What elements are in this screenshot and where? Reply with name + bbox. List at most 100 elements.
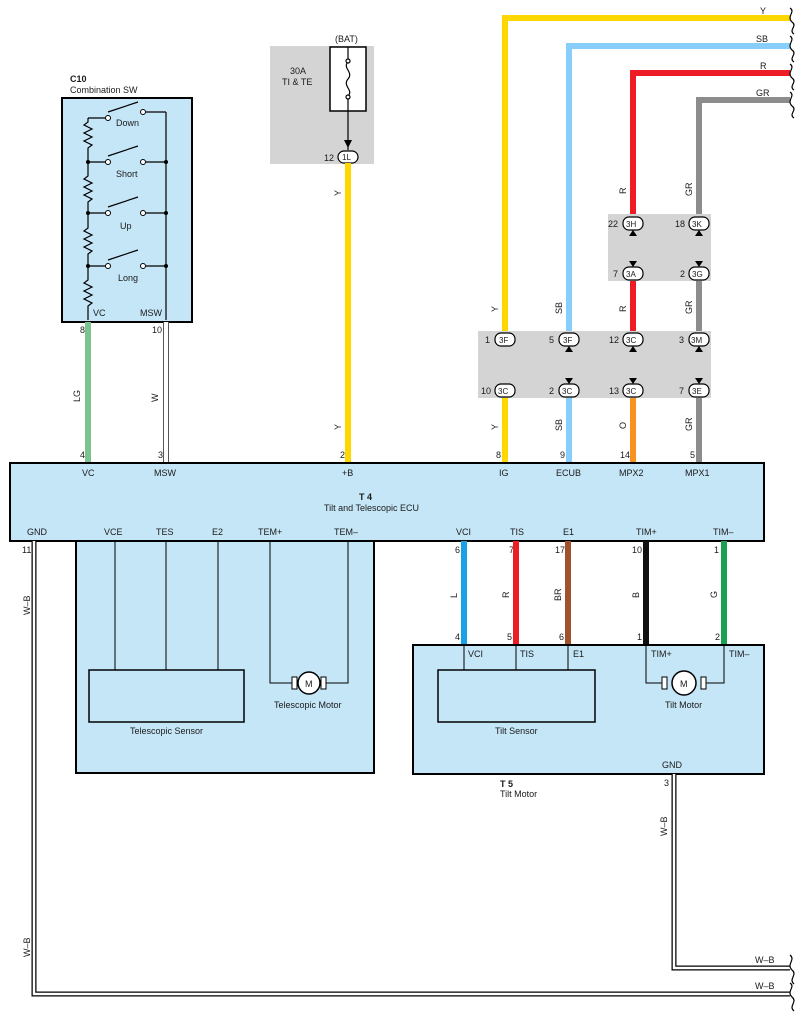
wire-label-lg: LG: [72, 390, 82, 402]
svg-text:3K: 3K: [692, 220, 702, 229]
svg-text:1: 1: [485, 335, 490, 345]
svg-text:VCE: VCE: [104, 527, 123, 537]
combination-switch-name: Combination SW: [70, 85, 138, 95]
upper-connector-3k: 3K 18: [675, 216, 710, 231]
svg-text:10: 10: [481, 386, 491, 396]
svg-text:TIM–: TIM–: [729, 649, 750, 659]
svg-text:M: M: [680, 679, 688, 689]
svg-text:3H: 3H: [626, 220, 636, 229]
lower-connector-top-row: 3F 1 3F 5 3C 12 3M 3: [485, 332, 710, 347]
svg-text:E1: E1: [573, 649, 584, 659]
tilt-unit-name: Tilt Motor: [500, 789, 537, 799]
svg-text:7: 7: [679, 386, 684, 396]
telescopic-sensor-box: [88, 669, 245, 723]
svg-text:10: 10: [632, 545, 642, 555]
svg-text:IG: IG: [499, 468, 509, 478]
wire-label-y-bat-top: Y: [333, 190, 343, 196]
tilt-sensor-label: Tilt Sensor: [495, 726, 538, 736]
svg-text:3M: 3M: [691, 336, 702, 345]
wire-label-wb-tilt: W–B: [659, 816, 669, 836]
combination-switch-pin-msw-no: 10: [152, 325, 162, 335]
tilt-gnd-label: GND: [662, 760, 683, 770]
upper-connector-3h: 3H 22: [608, 216, 644, 231]
svg-text:TEM+: TEM+: [258, 527, 282, 537]
wire-label-l: L: [449, 593, 459, 598]
ecu-box: [9, 462, 765, 542]
svg-text:3C: 3C: [626, 387, 636, 396]
svg-text:MSW: MSW: [154, 468, 177, 478]
svg-text:3: 3: [679, 335, 684, 345]
wire-label-r-right: R: [760, 61, 767, 71]
tilt-motor-label: Tilt Motor: [665, 700, 702, 710]
telescopic-internal-lines: [114, 541, 349, 684]
lower-connector-arrows: [565, 346, 703, 384]
wire-break-symbols: [789, 7, 795, 119]
svg-text:11: 11: [22, 545, 31, 555]
wire-label-br: BR: [553, 588, 563, 601]
svg-text:6: 6: [455, 545, 460, 555]
tilt-unit-code: T 5: [500, 779, 513, 789]
svg-text:18: 18: [675, 219, 685, 229]
svg-text:2: 2: [549, 386, 554, 396]
wire-label-w: W: [150, 393, 160, 402]
combination-switch-pin-msw: MSW: [140, 308, 163, 318]
svg-text:3A: 3A: [626, 270, 636, 279]
svg-text:5: 5: [549, 335, 554, 345]
ground-break-symbols: [789, 954, 795, 1012]
wire-label-o: O: [618, 422, 628, 429]
svg-text:E1: E1: [563, 527, 574, 537]
wire-y-ig: [502, 15, 790, 463]
fuse-name: TI & TE: [282, 77, 312, 87]
svg-text:7: 7: [509, 545, 514, 555]
svg-text:GND: GND: [27, 527, 48, 537]
svg-text:13: 13: [609, 386, 619, 396]
wire-label-y-ig-1: Y: [490, 306, 500, 312]
svg-text:17: 17: [555, 545, 565, 555]
svg-text:VCI: VCI: [456, 527, 471, 537]
upper-connector-3a: 3A 7: [613, 266, 644, 281]
svg-text:5: 5: [507, 632, 512, 642]
battery-pin: 12: [324, 153, 334, 163]
switch-label-short: Short: [116, 169, 138, 179]
wire-label-wb-right-1: W–B: [755, 955, 775, 965]
svg-text:3C: 3C: [498, 387, 508, 396]
tilt-gnd-pin: 3: [664, 778, 669, 788]
wire-label-sb-right: SB: [756, 34, 768, 44]
battery-connector-arrow: [344, 140, 352, 148]
svg-text:TIS: TIS: [520, 649, 534, 659]
svg-text:3C: 3C: [562, 387, 572, 396]
combination-switch-pin-vc-no: 8: [80, 325, 85, 335]
svg-text:2: 2: [680, 269, 685, 279]
wire-label-sb-2: SB: [554, 419, 564, 431]
combination-switch-pin-vc: VC: [93, 308, 106, 318]
svg-text:M: M: [305, 679, 313, 689]
svg-text:E2: E2: [212, 527, 223, 537]
battery-label: (BAT): [335, 34, 358, 44]
wire-label-gr-right: GR: [756, 88, 770, 98]
combination-switch-code: C10: [70, 74, 87, 84]
svg-text:7: 7: [613, 269, 618, 279]
ecu-code: T 4: [359, 492, 372, 502]
wire-label-y-right: Y: [760, 6, 766, 16]
wire-label-wb-left-2: W–B: [22, 937, 32, 957]
svg-text:TIM+: TIM+: [651, 649, 672, 659]
svg-text:ECUB: ECUB: [556, 468, 581, 478]
wire-label-sb-1: SB: [554, 302, 564, 314]
svg-text:4: 4: [80, 450, 85, 460]
svg-text:5: 5: [690, 450, 695, 460]
svg-text:14: 14: [620, 450, 630, 460]
svg-text:3: 3: [158, 450, 163, 460]
ecu-name: Tilt and Telescopic ECU: [324, 503, 419, 513]
wire-label-y-ig-2: Y: [490, 424, 500, 430]
svg-text:TES: TES: [156, 527, 174, 537]
svg-text:2: 2: [340, 450, 345, 460]
svg-text:3F: 3F: [563, 336, 572, 345]
combination-switch-box: [61, 97, 193, 323]
switch-label-up: Up: [120, 221, 132, 231]
switch-label-long: Long: [118, 273, 138, 283]
svg-text:VC: VC: [82, 468, 95, 478]
tilt-internal-lines: [463, 645, 725, 684]
wire-sb-ecub: [566, 43, 790, 463]
wire-label-r-1: R: [618, 187, 628, 194]
battery-connector-label: 1L: [342, 153, 351, 162]
